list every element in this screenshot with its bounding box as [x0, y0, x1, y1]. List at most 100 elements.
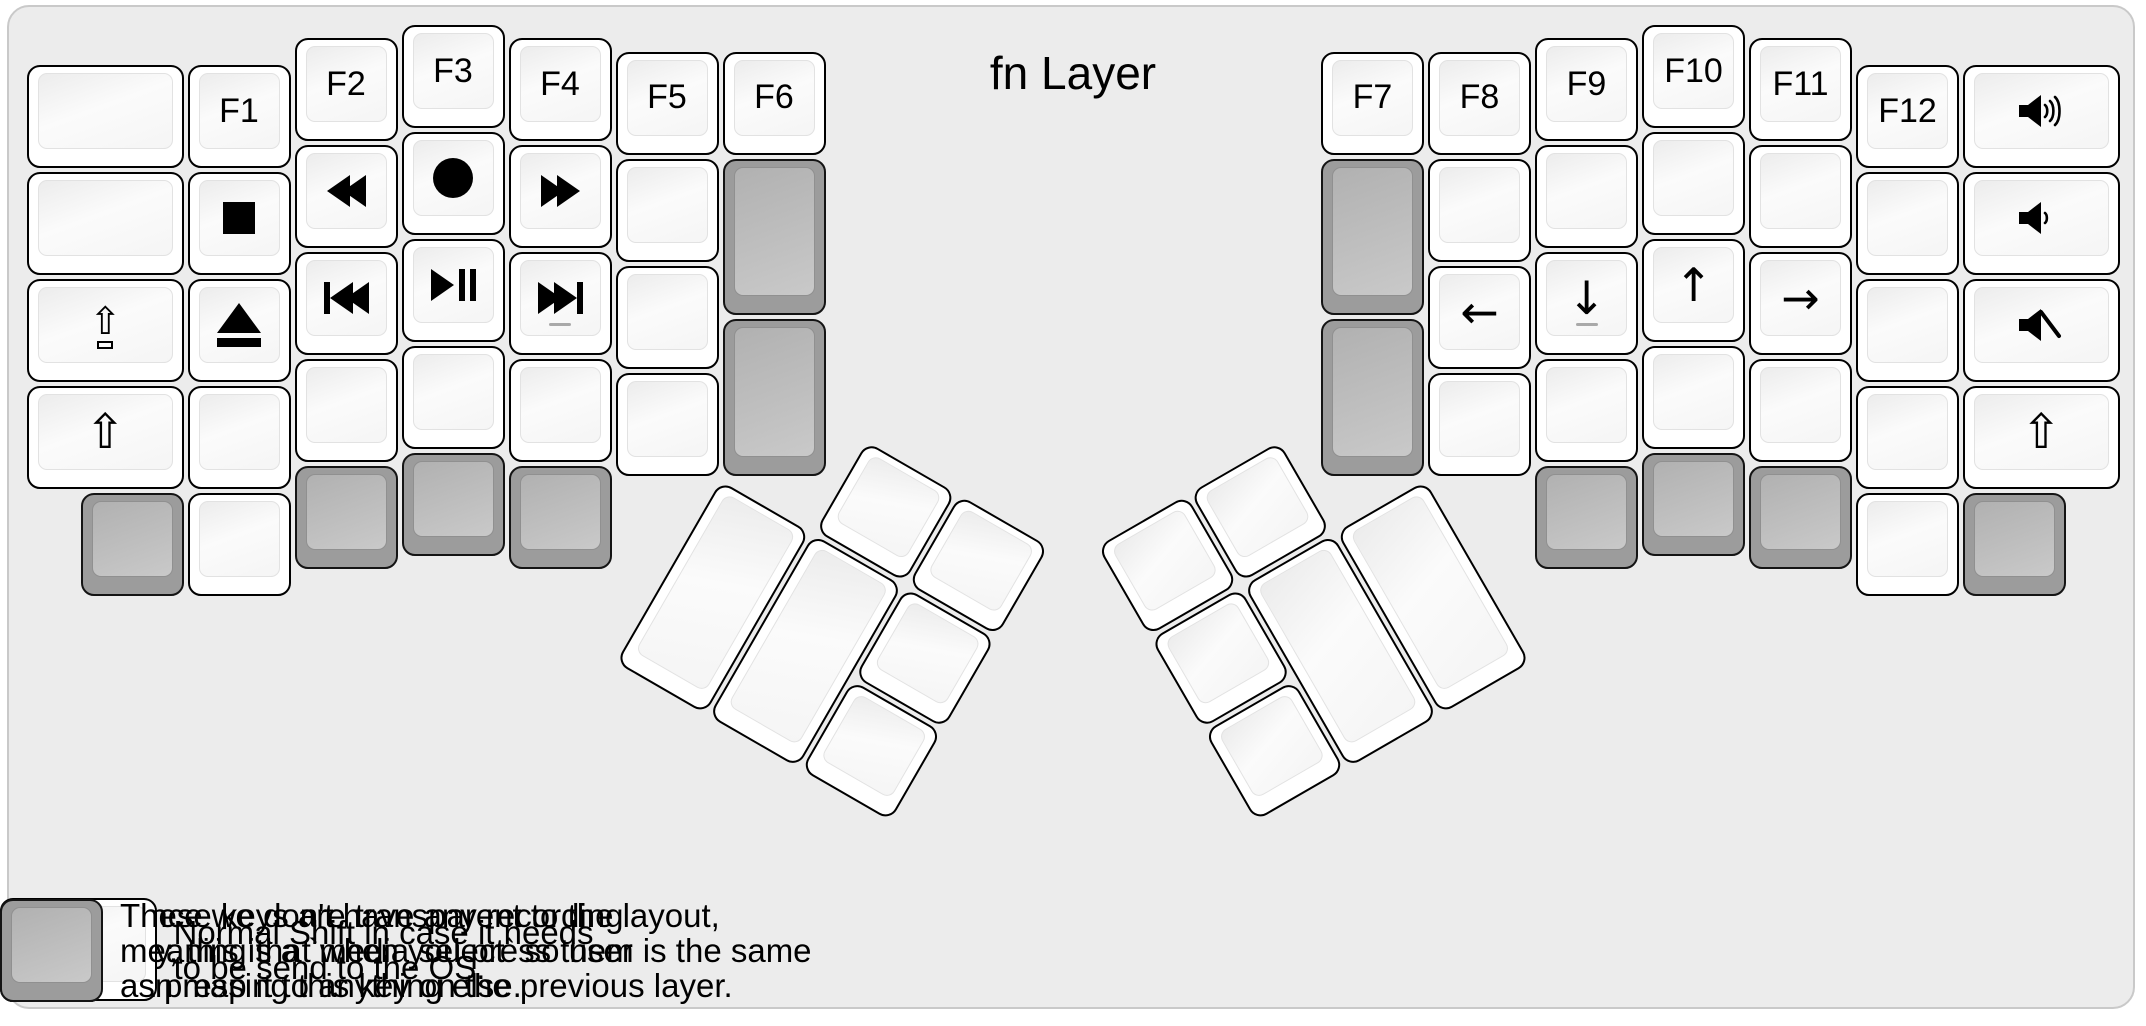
keytop: [1974, 501, 2055, 578]
key-blank[interactable]: [1642, 132, 1745, 235]
keytop: ⇧: [38, 287, 173, 364]
key-volume-down[interactable]: [1963, 172, 2120, 276]
keytop: F1: [198, 73, 280, 150]
key-blank[interactable]: [1428, 158, 1531, 262]
key-blank[interactable]: [508, 359, 612, 463]
key-record[interactable]: [401, 132, 505, 235]
key-blank[interactable]: [294, 359, 398, 463]
key-transparent[interactable]: [508, 466, 612, 570]
key-f3[interactable]: F3: [401, 25, 505, 128]
keytop: ↑: [1653, 247, 1734, 323]
key-transparent-example[interactable]: [0, 899, 103, 1002]
key-blank[interactable]: [187, 386, 291, 490]
keytop: [198, 394, 280, 471]
legend-item-transparent: These keys are transparent to the layout…: [0, 898, 812, 1003]
down-arrow-icon: ↓: [1567, 271, 1606, 326]
key-blank[interactable]: [1535, 145, 1638, 249]
keytop: [733, 166, 815, 297]
key-transparent[interactable]: [1642, 453, 1745, 556]
volume-down-icon: [2014, 198, 2068, 238]
keytop: F8: [1439, 59, 1520, 136]
key-blank[interactable]: [1535, 359, 1638, 463]
key-transparent[interactable]: [1963, 493, 2066, 597]
key-volume-up[interactable]: [1963, 65, 2120, 169]
key-blank[interactable]: [27, 65, 184, 169]
key-transparent[interactable]: [1535, 466, 1638, 570]
homing-dash: [549, 322, 571, 327]
keytop: [1760, 153, 1841, 230]
keytop: [626, 273, 708, 350]
key-blank[interactable]: [187, 493, 291, 597]
key-eject[interactable]: [187, 279, 291, 383]
keytop: F3: [412, 33, 494, 109]
keytop: [519, 260, 601, 337]
key-f9[interactable]: F9: [1535, 38, 1638, 142]
key-transparent[interactable]: [1321, 158, 1424, 316]
key-f10[interactable]: F10: [1642, 25, 1745, 128]
legend-transparent-key-slot: [0, 899, 103, 1002]
up-arrow-icon: ↑: [1674, 258, 1713, 312]
key-shift[interactable]: ⇧: [1963, 386, 2120, 490]
homing-dash: [1575, 322, 1598, 327]
mute-icon: [2014, 305, 2068, 345]
keytop: ↓: [1546, 260, 1627, 337]
key-blank[interactable]: [615, 158, 719, 262]
key-previous-track[interactable]: [294, 252, 398, 356]
key-left-arrow[interactable]: ←: [1428, 265, 1531, 369]
next-track-icon: [537, 282, 583, 315]
legend-shift-text: Normal Shift in case it needs to be send…: [173, 913, 594, 986]
key-f7[interactable]: F7: [1321, 51, 1424, 155]
key-blank[interactable]: [1642, 346, 1745, 449]
key-f6[interactable]: F6: [722, 51, 826, 155]
key-mute[interactable]: [1963, 279, 2120, 383]
key-caps-shift[interactable]: ⇧: [27, 279, 184, 383]
key-stop[interactable]: [187, 172, 291, 276]
key-down-arrow[interactable]: ↓: [1535, 252, 1638, 356]
key-blank[interactable]: [615, 265, 719, 369]
key-shift[interactable]: ⇧: [27, 386, 184, 490]
key-blank[interactable]: [401, 346, 505, 449]
key-f12[interactable]: F12: [1856, 65, 1959, 169]
key-f4[interactable]: F4: [508, 38, 612, 142]
key-f8[interactable]: F8: [1428, 51, 1531, 155]
key-transparent[interactable]: [722, 319, 826, 476]
key-play-pause[interactable]: [401, 239, 505, 342]
keytop: [1760, 474, 1841, 551]
key-transparent[interactable]: [1749, 466, 1852, 570]
keytop: [91, 501, 173, 578]
key-label: F11: [1772, 64, 1829, 103]
key-up-arrow[interactable]: ↑: [1642, 239, 1745, 342]
key-blank[interactable]: [1856, 172, 1959, 276]
key-blank[interactable]: [1856, 493, 1959, 597]
key-transparent[interactable]: [722, 158, 826, 316]
key-transparent[interactable]: [1321, 319, 1424, 476]
key-f1[interactable]: F1: [187, 65, 291, 169]
key-fast-forward[interactable]: [508, 145, 612, 249]
keytop: [38, 180, 173, 257]
rewind-icon: [326, 175, 366, 208]
key-blank[interactable]: [1856, 279, 1959, 383]
key-right-arrow[interactable]: →: [1749, 252, 1852, 356]
key-f11[interactable]: F11: [1749, 38, 1852, 142]
key-f5[interactable]: F5: [615, 51, 719, 155]
keytop: F5: [626, 59, 708, 136]
keytop: ⇧: [1974, 394, 2109, 471]
key-transparent[interactable]: [401, 453, 505, 556]
key-blank[interactable]: [1749, 145, 1852, 249]
key-rewind[interactable]: [294, 145, 398, 249]
key-blank[interactable]: [1856, 386, 1959, 490]
key-blank[interactable]: [1749, 359, 1852, 463]
keytop: [1653, 461, 1734, 537]
key-transparent[interactable]: [80, 493, 184, 597]
key-transparent[interactable]: [294, 466, 398, 570]
volume-up-icon: [2014, 91, 2068, 131]
fast-forward-icon: [540, 175, 580, 208]
key-label: F4: [540, 64, 580, 103]
key-blank[interactable]: [1428, 372, 1531, 476]
key-f2[interactable]: F2: [294, 38, 398, 142]
key-blank[interactable]: [615, 372, 719, 476]
keytop: [519, 474, 601, 551]
key-next-track[interactable]: [508, 252, 612, 356]
key-blank[interactable]: [27, 172, 184, 276]
shift-icon: ⇧: [85, 404, 126, 461]
